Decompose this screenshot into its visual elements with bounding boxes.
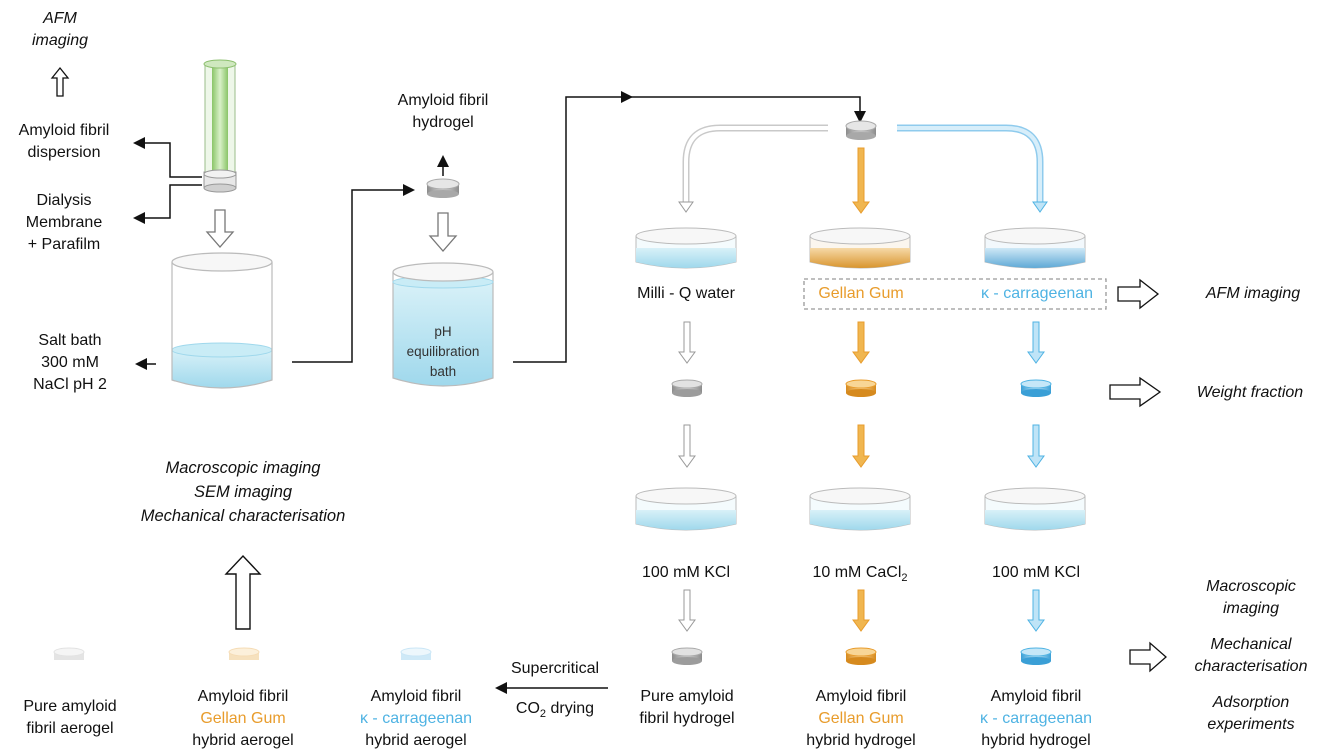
gellan-aerogel-line2: Gellan Gum bbox=[200, 710, 286, 727]
final-line3: Mechanical bbox=[1210, 636, 1292, 653]
hydrogel-line1: Amyloid fibril bbox=[397, 92, 489, 109]
petri-gellan bbox=[809, 227, 911, 269]
afm-top-line2: imaging bbox=[31, 32, 89, 49]
carrageenan-salt-label: 100 mM KCl bbox=[991, 564, 1081, 581]
syringe-icon bbox=[203, 59, 237, 193]
hydrogel-label: Amyloid fibril hydrogel bbox=[376, 90, 510, 134]
ph-line2: equilibration bbox=[406, 344, 480, 359]
dispersion-line2: dispersion bbox=[27, 144, 101, 161]
final-line1: Macroscopic bbox=[1206, 578, 1296, 595]
pure-aerogel-line1: Pure amyloid bbox=[23, 698, 117, 715]
gellan-hydrogel-line2: Gellan Gum bbox=[818, 710, 904, 727]
afm-top-line1: AFM bbox=[43, 10, 77, 27]
ph-bath-label: pH equilibration bath bbox=[393, 322, 493, 382]
salt-line1: Salt bath bbox=[38, 332, 102, 349]
weight-fraction-label: Weight fraction bbox=[1196, 384, 1304, 401]
aerogel-analysis-labels: Macroscopic imaging SEM imaging Mechanic… bbox=[110, 456, 376, 528]
gellan-aerogel-line1: Amyloid fibril bbox=[197, 688, 289, 705]
carrageenan-bath-label: κ - carrageenan bbox=[980, 285, 1094, 302]
drying-text: drying bbox=[546, 700, 595, 717]
afm-imaging-right: AFM imaging bbox=[1205, 285, 1301, 302]
right-arrow-final bbox=[1129, 641, 1167, 673]
up-arrow-aerogel bbox=[224, 554, 262, 630]
pure-hydrogel-line1: Pure amyloid bbox=[640, 688, 734, 705]
down-arrow-2 bbox=[428, 212, 458, 252]
gellan-hydrogel-line1: Amyloid fibril bbox=[815, 688, 907, 705]
ph-line1: pH bbox=[434, 324, 452, 339]
gellan-aerogel-line3: hybrid aerogel bbox=[192, 732, 294, 749]
drying-label-1: Supercritical bbox=[510, 660, 600, 677]
final-line6: experiments bbox=[1207, 716, 1295, 733]
pure-aerogel-label: Pure amyloid fibril aerogel bbox=[4, 696, 136, 740]
carr-hydrogel-line2: κ - carrageenan bbox=[979, 710, 1093, 727]
aerogel-analysis-line3: Mechanical characterisation bbox=[140, 507, 346, 525]
gellan-aerogel-label: Amyloid fibril Gellan Gum hybrid aerogel bbox=[176, 686, 310, 752]
membrane-label: Dialysis Membrane + Parafilm bbox=[2, 190, 126, 256]
membrane-line1: Dialysis bbox=[36, 192, 92, 209]
pure-hydrogel-label: Pure amyloid fibril hydrogel bbox=[624, 686, 750, 730]
right-arrow-afm bbox=[1117, 278, 1160, 310]
co-text: CO bbox=[515, 700, 540, 717]
hydrogel-line2: hydrogel bbox=[412, 114, 474, 131]
final-analysis-labels: Macroscopic imaging Mechanical character… bbox=[1186, 576, 1316, 736]
petri-carrageenan bbox=[984, 227, 1086, 269]
aerogel-analysis-line1: Macroscopic imaging bbox=[165, 459, 321, 477]
cacl-subscript: 2 bbox=[901, 572, 908, 585]
right-arrow-weight bbox=[1109, 376, 1162, 408]
ph-line3: bath bbox=[429, 364, 457, 379]
dispersion-line1: Amyloid fibril bbox=[18, 122, 110, 139]
co-subscript: 2 bbox=[539, 708, 547, 721]
gellan-hydrogel-line3: hybrid hydrogel bbox=[806, 732, 916, 749]
carr-aerogel-line2: κ - carrageenan bbox=[359, 710, 473, 727]
down-arrow-1 bbox=[205, 209, 235, 248]
gellan-hydrogel-label: Amyloid fibril Gellan Gum hybrid hydroge… bbox=[794, 686, 928, 752]
carrageenan-hydrogel-label: Amyloid fibril κ - carrageenan hybrid hy… bbox=[968, 686, 1104, 752]
aerogel-analysis-line2: SEM imaging bbox=[193, 483, 293, 501]
carr-hydrogel-line3: hybrid hydrogel bbox=[981, 732, 1091, 749]
water-bath-label: Milli - Q water bbox=[637, 285, 735, 302]
water-salt-label: 100 mM KCl bbox=[641, 564, 731, 581]
final-line2: imaging bbox=[1222, 600, 1280, 617]
membrane-line2: Membrane bbox=[25, 214, 103, 231]
carrageenan-aerogel-label: Amyloid fibril κ - carrageenan hybrid ae… bbox=[348, 686, 484, 752]
top-disk bbox=[845, 120, 877, 140]
drying-label-2: CO2 drying bbox=[500, 698, 610, 725]
final-line5: Adsorption bbox=[1212, 694, 1290, 711]
salt-line3: NaCl pH 2 bbox=[33, 376, 107, 393]
membrane-line3: + Parafilm bbox=[27, 236, 101, 253]
ph-bath-beaker bbox=[392, 262, 494, 387]
afm-imaging-top: AFM imaging bbox=[30, 8, 90, 52]
salt-bath-label: Salt bath 300 mM NaCl pH 2 bbox=[14, 330, 126, 396]
dispersion-label: Amyloid fibril dispersion bbox=[2, 120, 126, 164]
final-line4: characterisation bbox=[1194, 658, 1308, 675]
cacl-text: 10 mM CaCl bbox=[812, 564, 902, 581]
carr-aerogel-line3: hybrid aerogel bbox=[365, 732, 467, 749]
salt-line2: 300 mM bbox=[41, 354, 99, 371]
carr-aerogel-line1: Amyloid fibril bbox=[370, 688, 462, 705]
carr-hydrogel-line1: Amyloid fibril bbox=[990, 688, 1082, 705]
hydrogel-disk bbox=[426, 178, 460, 198]
salt-bath-beaker bbox=[171, 252, 273, 389]
gellan-salt-label: 10 mM CaCl2 bbox=[800, 562, 920, 589]
pure-hydrogel-line2: fibril hydrogel bbox=[639, 710, 735, 727]
petri-water bbox=[635, 227, 737, 269]
pure-aerogel-line2: fibril aerogel bbox=[26, 720, 114, 737]
up-arrow-afm bbox=[50, 66, 70, 97]
gellan-bath-label: Gellan Gum bbox=[818, 285, 904, 302]
